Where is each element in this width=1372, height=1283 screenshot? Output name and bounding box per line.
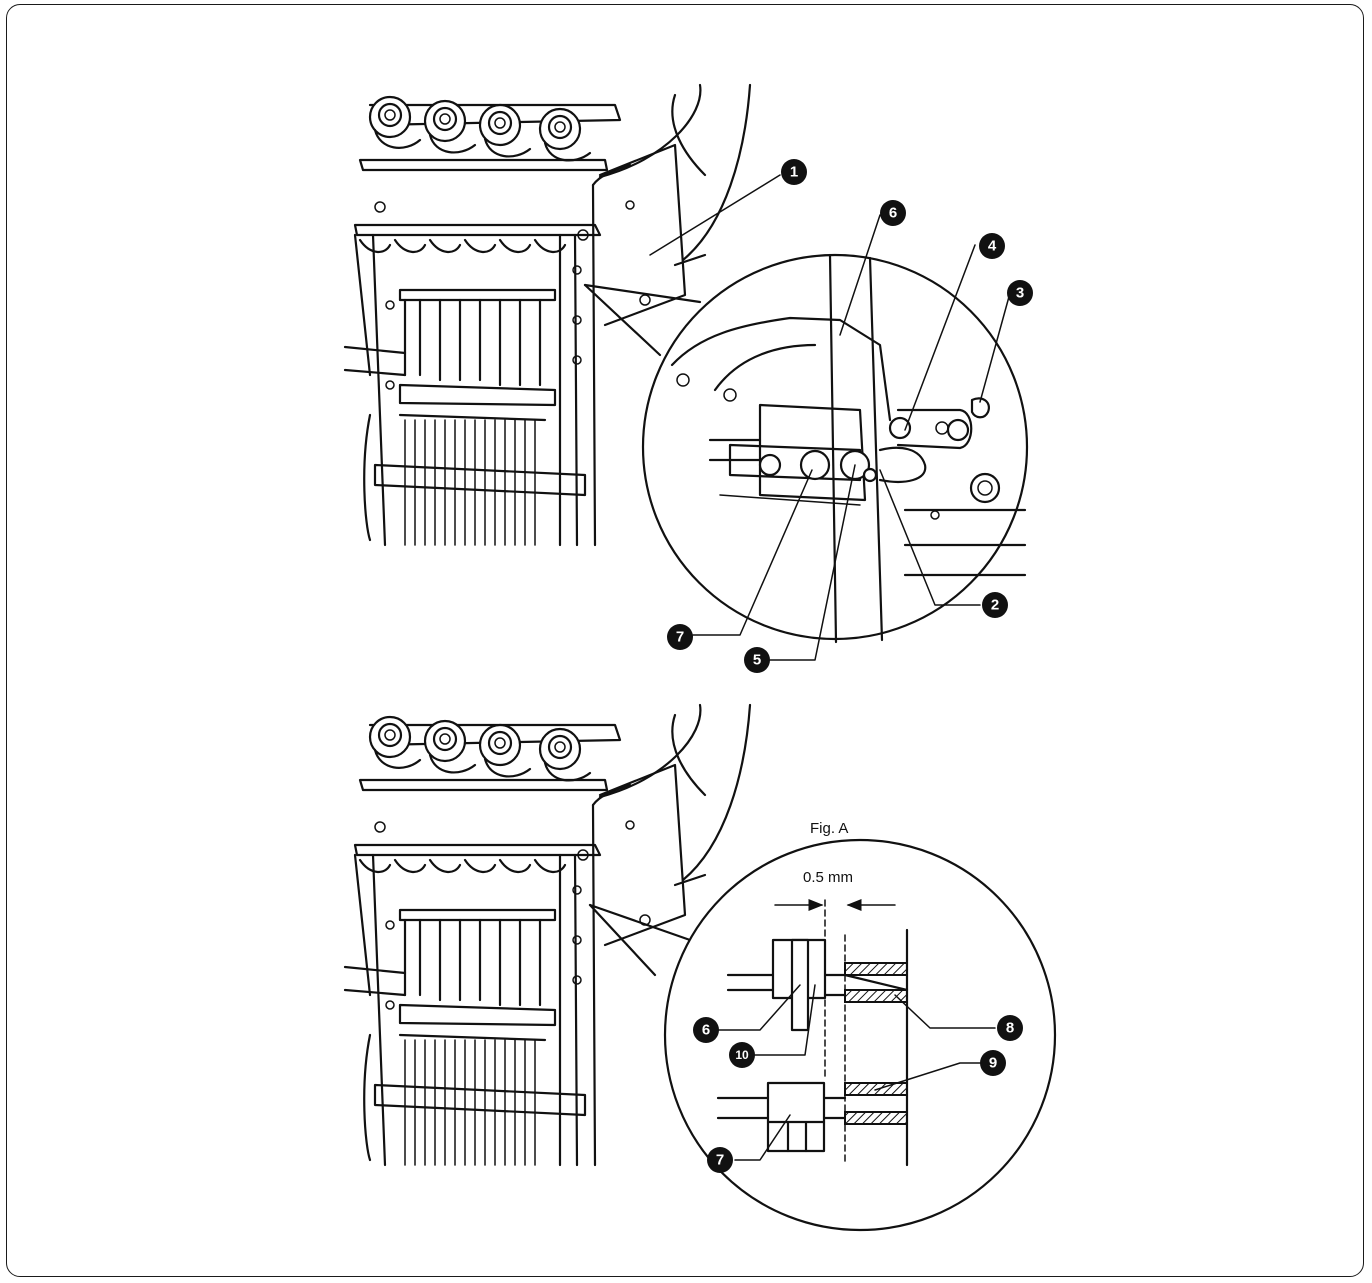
svg-text:9: 9 (989, 1055, 997, 1072)
svg-text:2: 2 (991, 597, 999, 614)
svg-text:7: 7 (716, 1152, 724, 1169)
svg-text:6: 6 (889, 205, 897, 222)
callout-8: 8 (997, 1015, 1023, 1041)
collar-part-7 (766, 1081, 826, 1153)
callout-7-top: 7 (667, 624, 693, 650)
svg-text:6: 6 (702, 1022, 710, 1039)
figure-title: Fig. A (810, 820, 848, 837)
leader-lines (649, 174, 1011, 1161)
callout-9: 9 (980, 1050, 1006, 1076)
svg-text:8: 8 (1006, 1020, 1014, 1037)
callout-7-bottom: 7 (707, 1147, 733, 1173)
callout-4: 4 (979, 233, 1005, 259)
callout-10: 10 (729, 1042, 755, 1068)
svg-text:10: 10 (735, 1048, 749, 1062)
dimension-label: 0.5 mm (803, 869, 853, 886)
detail-circle-fig-a: 0.5 mm Fig. A (588, 820, 1057, 1232)
callout-5: 5 (744, 647, 770, 673)
svg-text:4: 4 (988, 238, 997, 255)
detail-circle-top (583, 253, 1029, 644)
svg-text:3: 3 (1016, 285, 1024, 302)
callout-6-bottom: 6 (693, 1017, 719, 1043)
callout-1: 1 (781, 159, 807, 185)
callout-6-top: 6 (880, 200, 906, 226)
callout-2: 2 (982, 592, 1008, 618)
svg-text:5: 5 (753, 652, 761, 669)
page-frame (6, 4, 1364, 1277)
callout-3: 3 (1007, 280, 1033, 306)
svg-text:7: 7 (676, 629, 684, 646)
svg-text:1: 1 (790, 164, 798, 181)
